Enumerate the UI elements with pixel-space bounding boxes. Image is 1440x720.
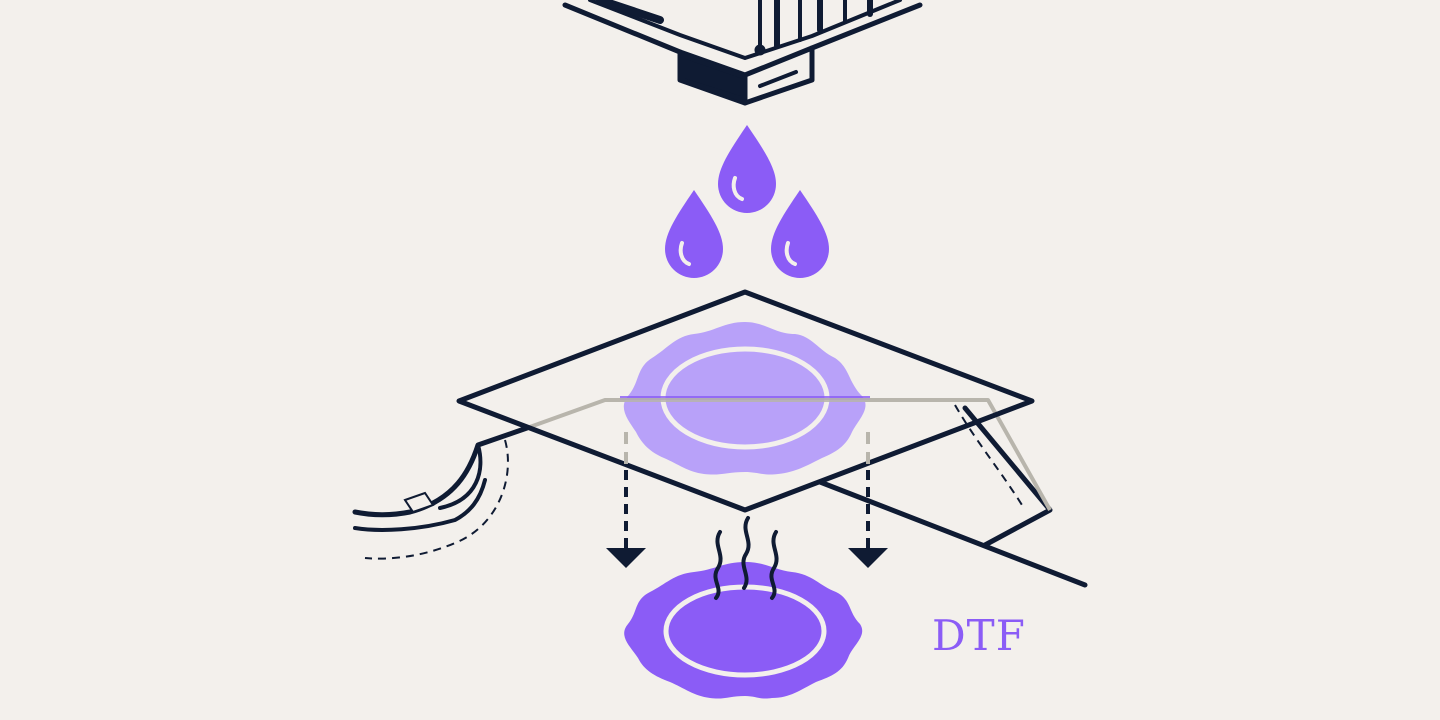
garment-tag-icon xyxy=(403,491,435,514)
garment-dashed-outline xyxy=(364,404,1023,560)
printed-design-icon xyxy=(624,562,863,699)
transfer-film-icon xyxy=(456,289,1035,513)
transfer-arrow-icon xyxy=(606,470,646,568)
ink-drop-icon xyxy=(718,125,776,213)
transfer-arrow-icon xyxy=(848,470,888,568)
dtf-label: DTF xyxy=(932,611,1026,660)
gray-guide-lines xyxy=(624,432,870,470)
ink-drop-icon xyxy=(771,190,829,278)
heat-waves-icon xyxy=(713,516,779,600)
printer-head-icon xyxy=(562,0,923,106)
ink-drop-icon xyxy=(665,190,723,278)
